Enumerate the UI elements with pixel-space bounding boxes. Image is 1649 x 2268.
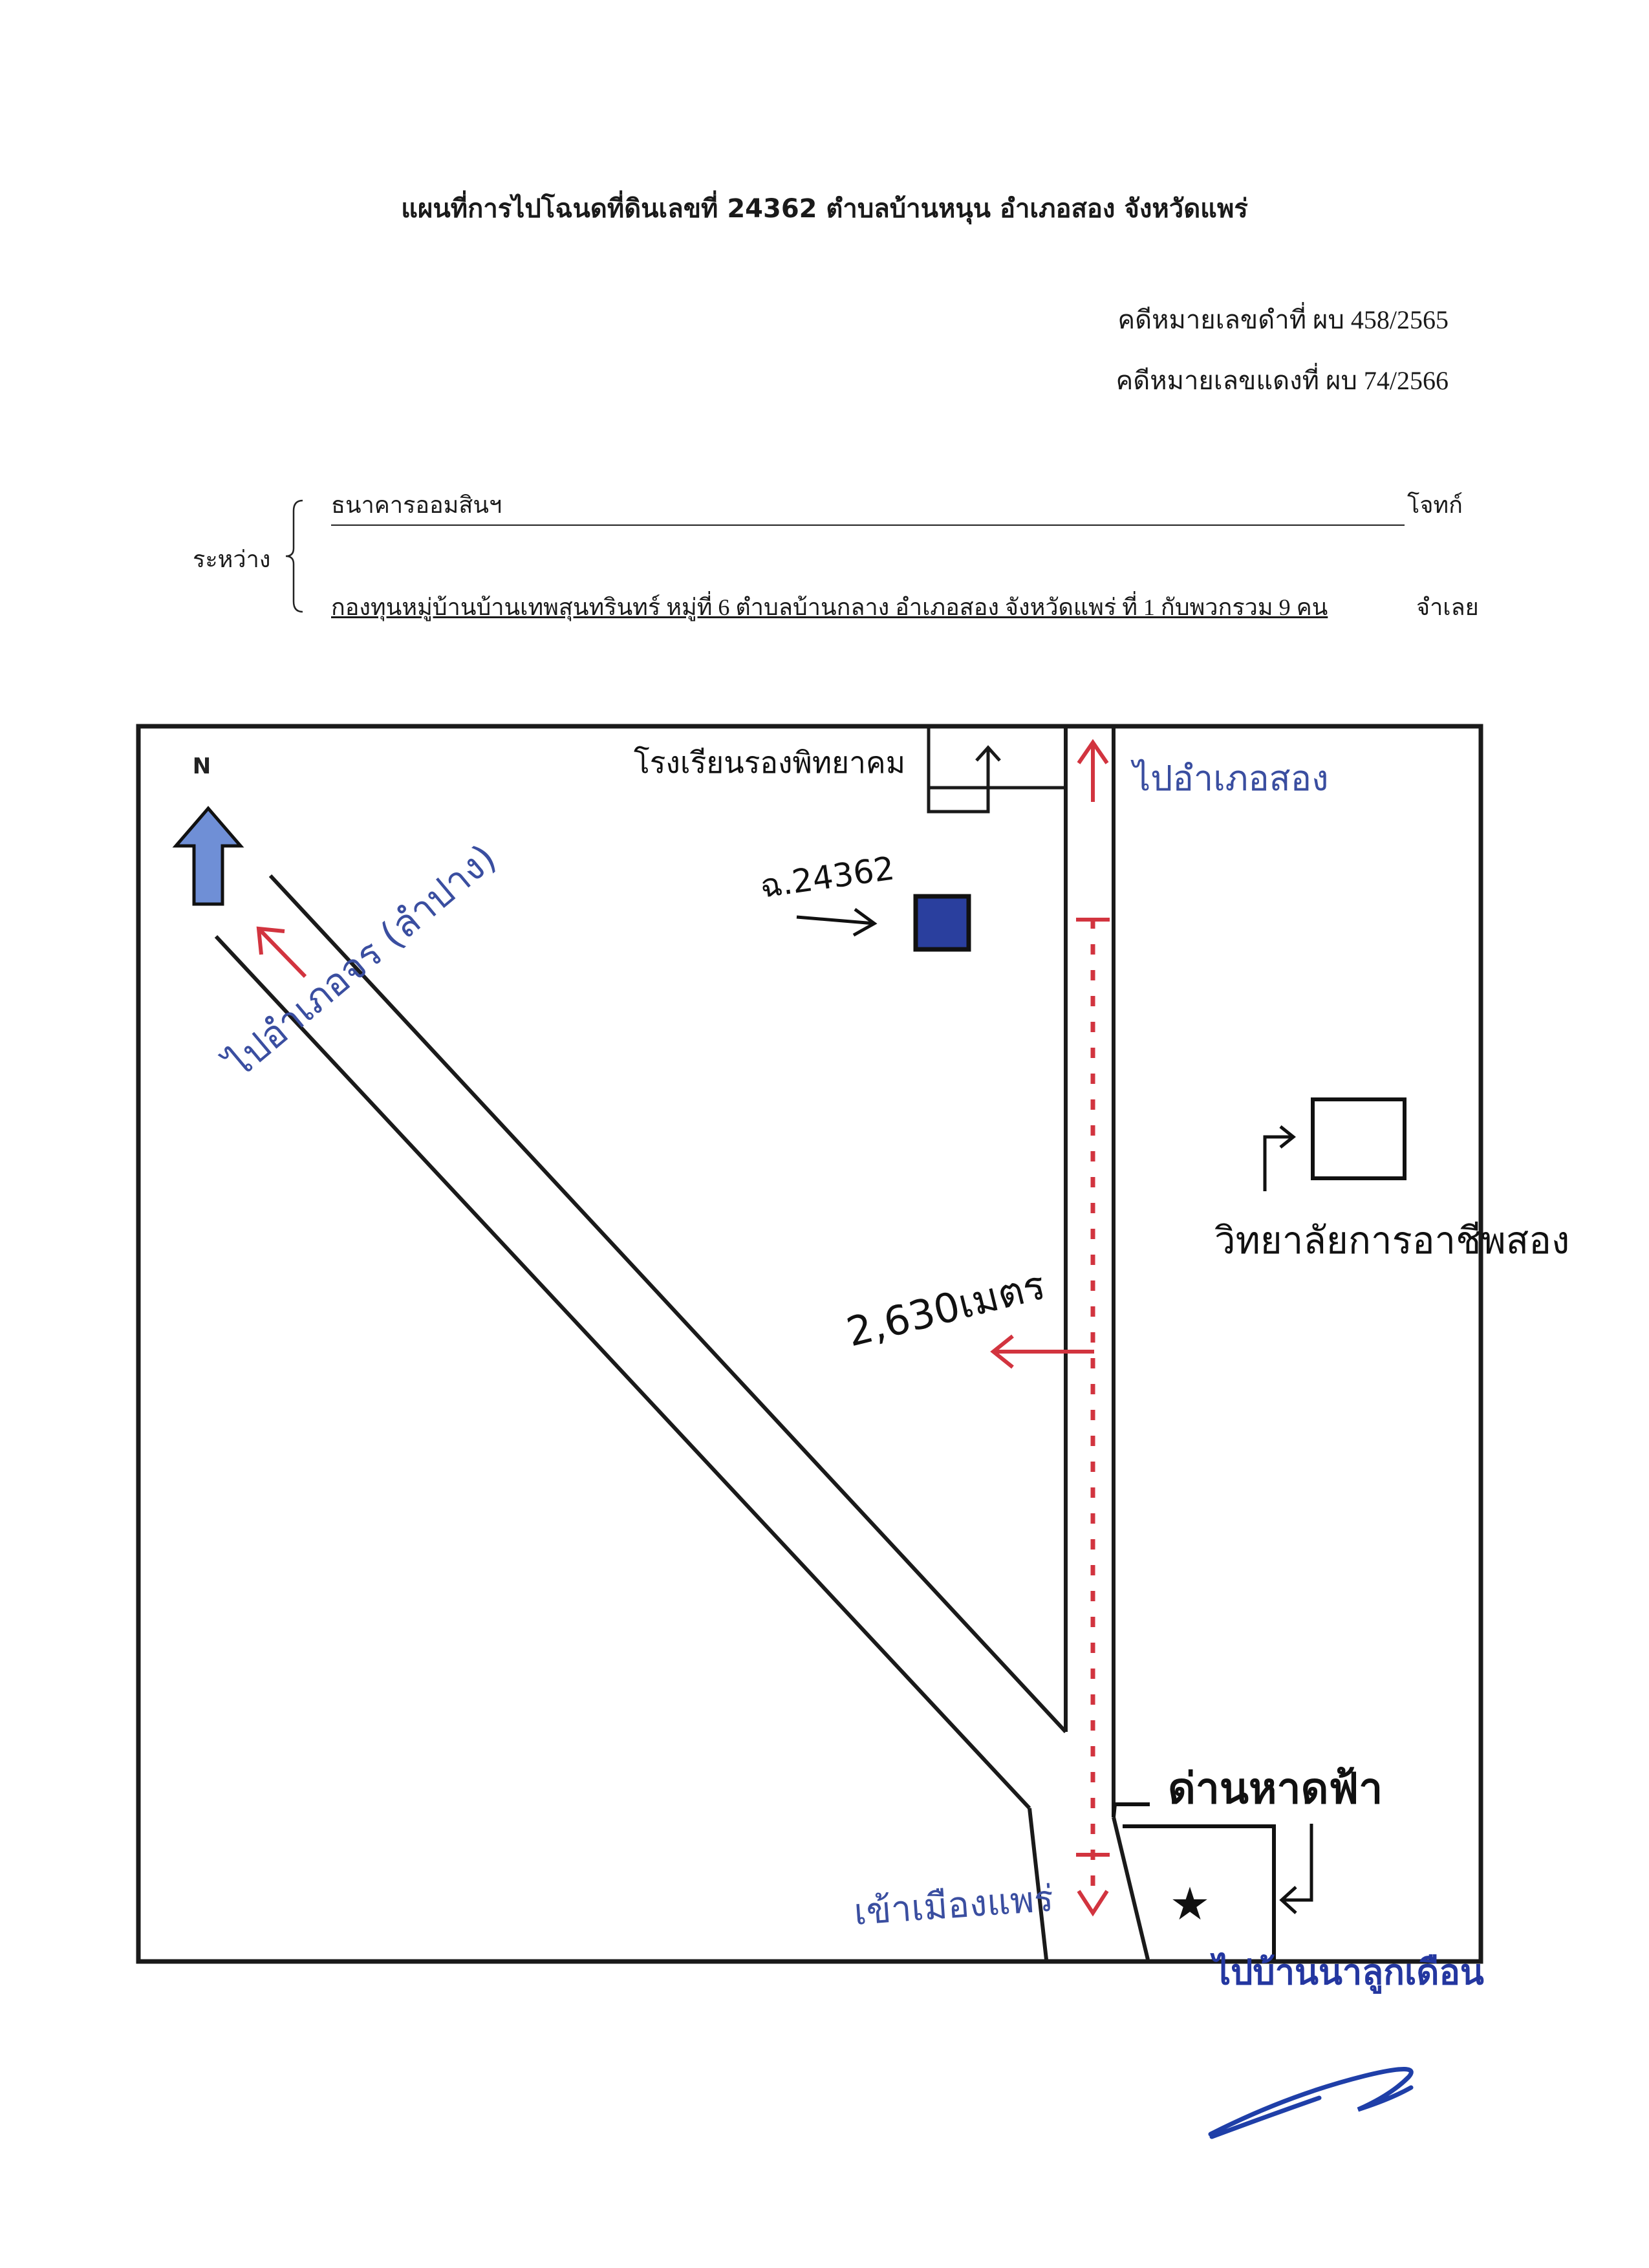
distance-label: 2,630เมตร [842, 1261, 1050, 1356]
plot-arrow-icon [796, 907, 878, 937]
checkpoint-label: ด่านหาดฟ้า [1168, 1764, 1383, 1813]
college-label: วิทยาลัยการอาชีพสอง [1214, 1218, 1569, 1262]
brace-icon [285, 499, 303, 613]
measured-route [1076, 918, 1110, 1917]
map-frame [136, 724, 1483, 1964]
north-label: N [193, 753, 211, 779]
landmark-label: ไปบ้านนาลูกเดือน [1210, 1952, 1484, 1994]
plaintiff-role: โจทก์ [1407, 492, 1463, 518]
signature-icon [1208, 2067, 1414, 2139]
diag-route-arrow-icon [256, 926, 307, 978]
college-arrow-icon [1263, 1125, 1297, 1191]
to-district-label: ไปอำเภอสอง [1130, 758, 1328, 799]
between-label: ระหว่าง [193, 546, 271, 572]
distance-arrow-icon [990, 1334, 1094, 1369]
defendant-role: จำเลย [1416, 594, 1479, 620]
school-building [927, 726, 1066, 814]
main-road [1064, 726, 1150, 1960]
document-title: แผนที่การไปโฉนดที่ดินเลขที่ 24362 ตำบลบ้… [401, 194, 1248, 224]
plot-label: ฉ.24362 [758, 849, 897, 905]
to-town-label: เข้าเมืองแพร่ [852, 1878, 1055, 1934]
defendant-name: กองทุนหมู่บ้านบ้านเทพสุนทรินทร์ หมู่ที่ … [331, 594, 1328, 620]
to-district-diag-label: ไปอำเภอจร (ลำปาง) [216, 836, 504, 1088]
north-arrow-icon [172, 806, 244, 906]
red-case-number: คดีหมายเลขแดงที่ ผบ 74/2566 [1116, 366, 1449, 395]
college-label-text: วิทยาลัยการอาชีพสอง [1214, 1218, 1569, 1262]
route-up-arrow-icon [1077, 739, 1109, 802]
checkpoint-building [1112, 1802, 1276, 1960]
school-label: โรงเรียนรองพิทยาคม [634, 745, 905, 780]
checkpoint-arrow-icon [1279, 1824, 1313, 1914]
college-building [1311, 1097, 1406, 1180]
plaintiff-name: ธนาคารออมสินฯ [331, 486, 1405, 526]
star-icon: ★ [1170, 1877, 1211, 1930]
black-case-number: คดีหมายเลขดำที่ ผบ 458/2565 [1117, 305, 1449, 334]
diagonal-road [214, 874, 1068, 1960]
plot-marker-icon [913, 894, 971, 952]
